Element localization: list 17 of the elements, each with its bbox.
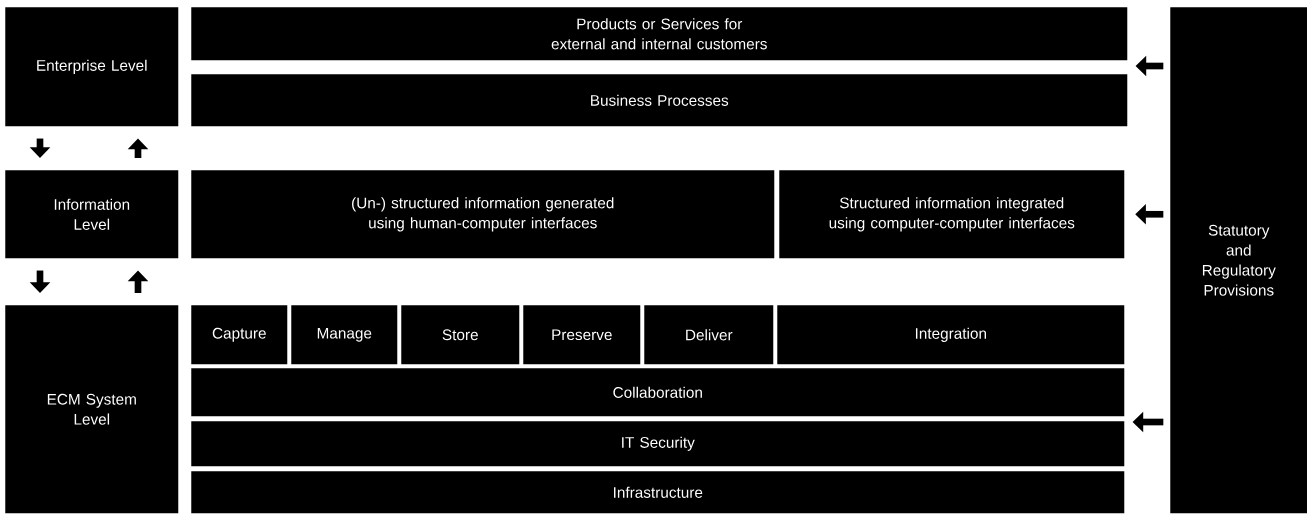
- layer-box: IT Security: [191, 421, 1125, 467]
- layer-box: Integration: [777, 305, 1125, 365]
- level-box: ECM System Level: [5, 305, 179, 514]
- layer-box: Manage: [291, 305, 398, 365]
- layer-box: Store: [401, 305, 520, 365]
- level-box: Enterprise Level: [5, 7, 179, 127]
- level-box: Information Level: [5, 170, 179, 259]
- layer-box: Business Processes: [191, 74, 1128, 127]
- layer-box: Collaboration: [191, 368, 1125, 417]
- layer-box: Products or Services for external and internal customers: [191, 7, 1128, 61]
- layer-box: Deliver: [644, 305, 774, 365]
- provisions-panel: Statutory and Regulatory Provisions: [1170, 7, 1307, 514]
- layer-box: Structured information integrated using computer-computer interfaces: [779, 170, 1125, 259]
- layer-box: Preserve: [523, 305, 641, 365]
- layer-box: Capture: [191, 305, 288, 365]
- layer-box: (Un-) structured information generated using human-computer interfaces: [191, 170, 775, 259]
- layer-box: Infrastructure: [191, 471, 1125, 514]
